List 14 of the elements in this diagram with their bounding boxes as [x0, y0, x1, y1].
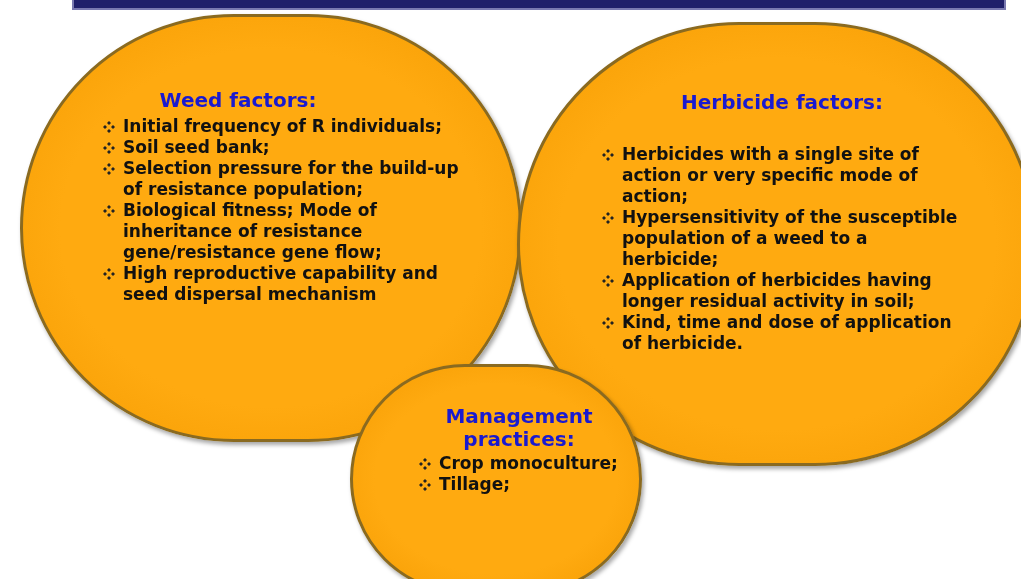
bullet-text: Biological fitness; Mode of inheritance of resistance gene/resistance gene flow;: [123, 200, 383, 263]
bullet-text: Crop monoculture;: [439, 453, 618, 474]
bullet-text: Initial frequency of R individuals;: [123, 116, 443, 137]
bullet-text: Application of herbicides having longer residual activity in soil;: [622, 270, 933, 312]
bullet-text: Hypersensitivity of the susceptible population of a weed to a herbicide;: [622, 207, 959, 270]
circle-heading: Herbicide factors:: [680, 91, 884, 114]
bullet-text: Selection pressure for the build-up of resistance population;: [123, 158, 460, 200]
bullet-text: Kind, time and dose of application of herbicide.: [622, 312, 953, 354]
bullet-text: Soil seed bank;: [123, 137, 270, 158]
bullet-text: Tillage;: [439, 474, 511, 495]
bullet-text: High reproductive capability and seed dispersal mechanism: [123, 263, 439, 305]
bullet-text: Herbicides with a single site of action or very specific mode of action;: [622, 144, 920, 207]
circle-heading: Weed factors:: [158, 89, 318, 112]
circle-heading: Management practices:: [444, 405, 594, 451]
